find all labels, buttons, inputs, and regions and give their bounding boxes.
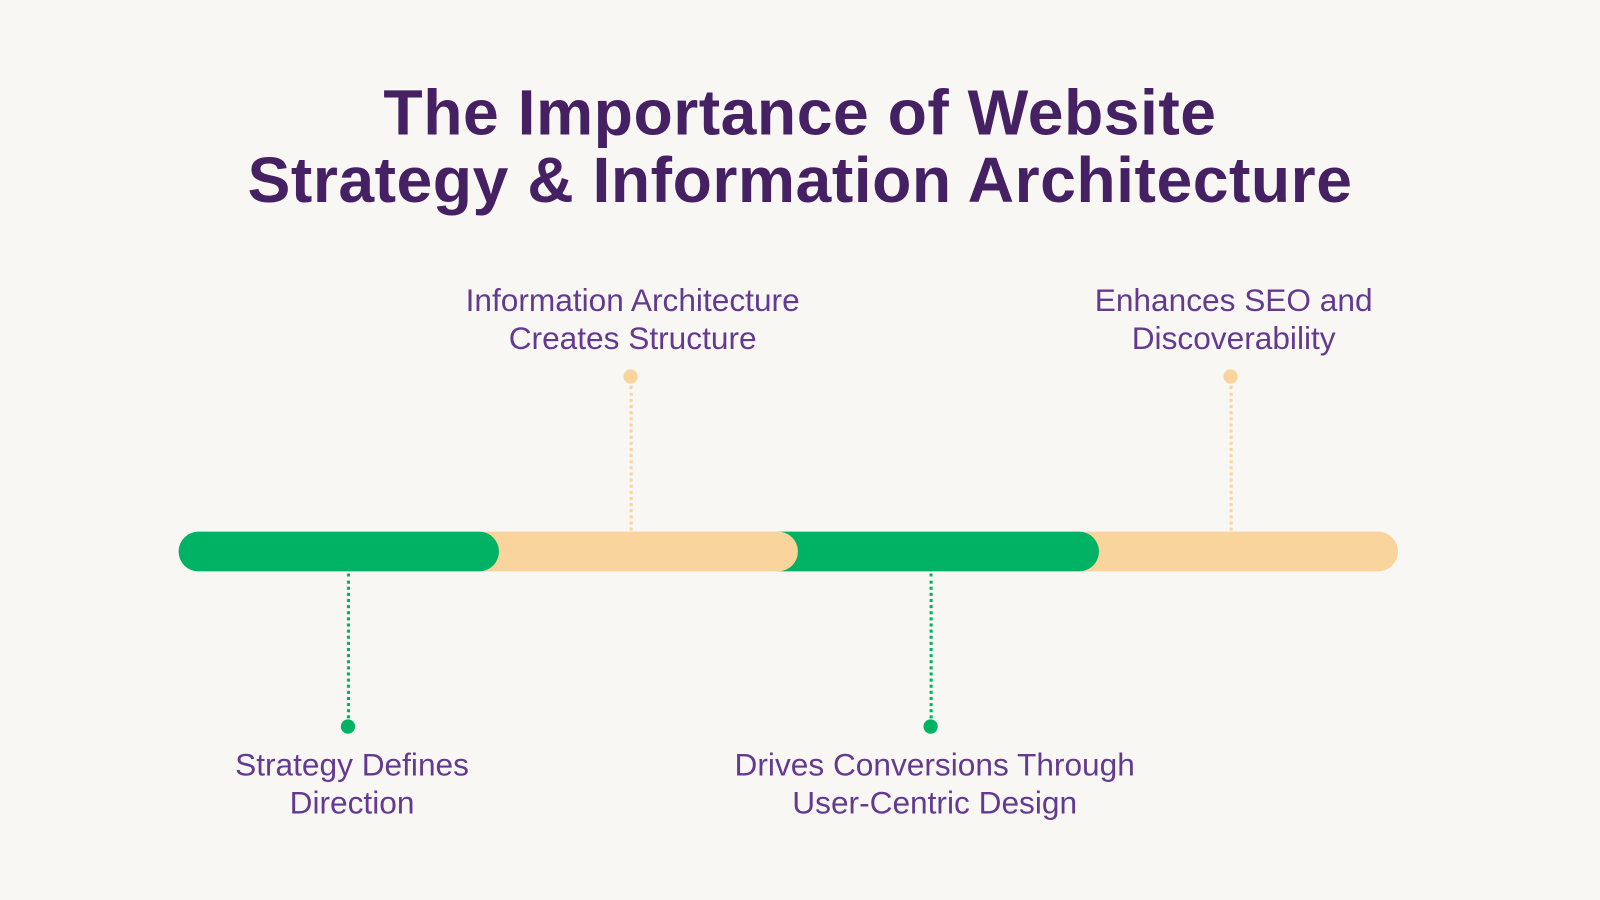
- milestone-dot-1: [340, 719, 356, 734]
- milestone-dot-4: [1223, 369, 1238, 384]
- label-line: Enhances SEO and: [1094, 282, 1373, 319]
- label-line: Information Architecture: [465, 282, 800, 319]
- milestone-dot-3: [923, 719, 938, 734]
- milestone-label-2: Information Architecture Creates Structu…: [378, 282, 888, 358]
- label-line: Creates Structure: [508, 320, 757, 357]
- connector-line-1: [346, 573, 350, 719]
- title-line-1: The Importance of Website: [383, 77, 1217, 149]
- page-title: The Importance of Website Strategy & Inf…: [0, 80, 1600, 215]
- milestone-label-3: Drives Conversions Through User-Centric …: [680, 746, 1190, 822]
- label-line: Direction: [289, 784, 415, 821]
- label-line: Drives Conversions Through: [734, 746, 1135, 783]
- milestone-label-4: Enhances SEO and Discoverability: [979, 282, 1489, 358]
- timeline-segment-1: [178, 531, 499, 572]
- label-line: User-Centric Design: [792, 784, 1078, 821]
- label-line: Discoverability: [1131, 320, 1336, 357]
- connector-line-4: [1229, 385, 1233, 531]
- timeline-segment-4: [1066, 531, 1398, 572]
- label-line: Strategy Defines: [235, 746, 469, 783]
- timeline-segment-2: [464, 531, 798, 572]
- connector-line-2: [629, 385, 633, 531]
- milestone-label-1: Strategy Defines Direction: [97, 746, 607, 822]
- connector-line-3: [929, 573, 933, 719]
- title-line-2: Strategy & Information Architecture: [247, 144, 1353, 217]
- milestone-dot-2: [623, 369, 638, 384]
- timeline-segment-3: [760, 531, 1099, 572]
